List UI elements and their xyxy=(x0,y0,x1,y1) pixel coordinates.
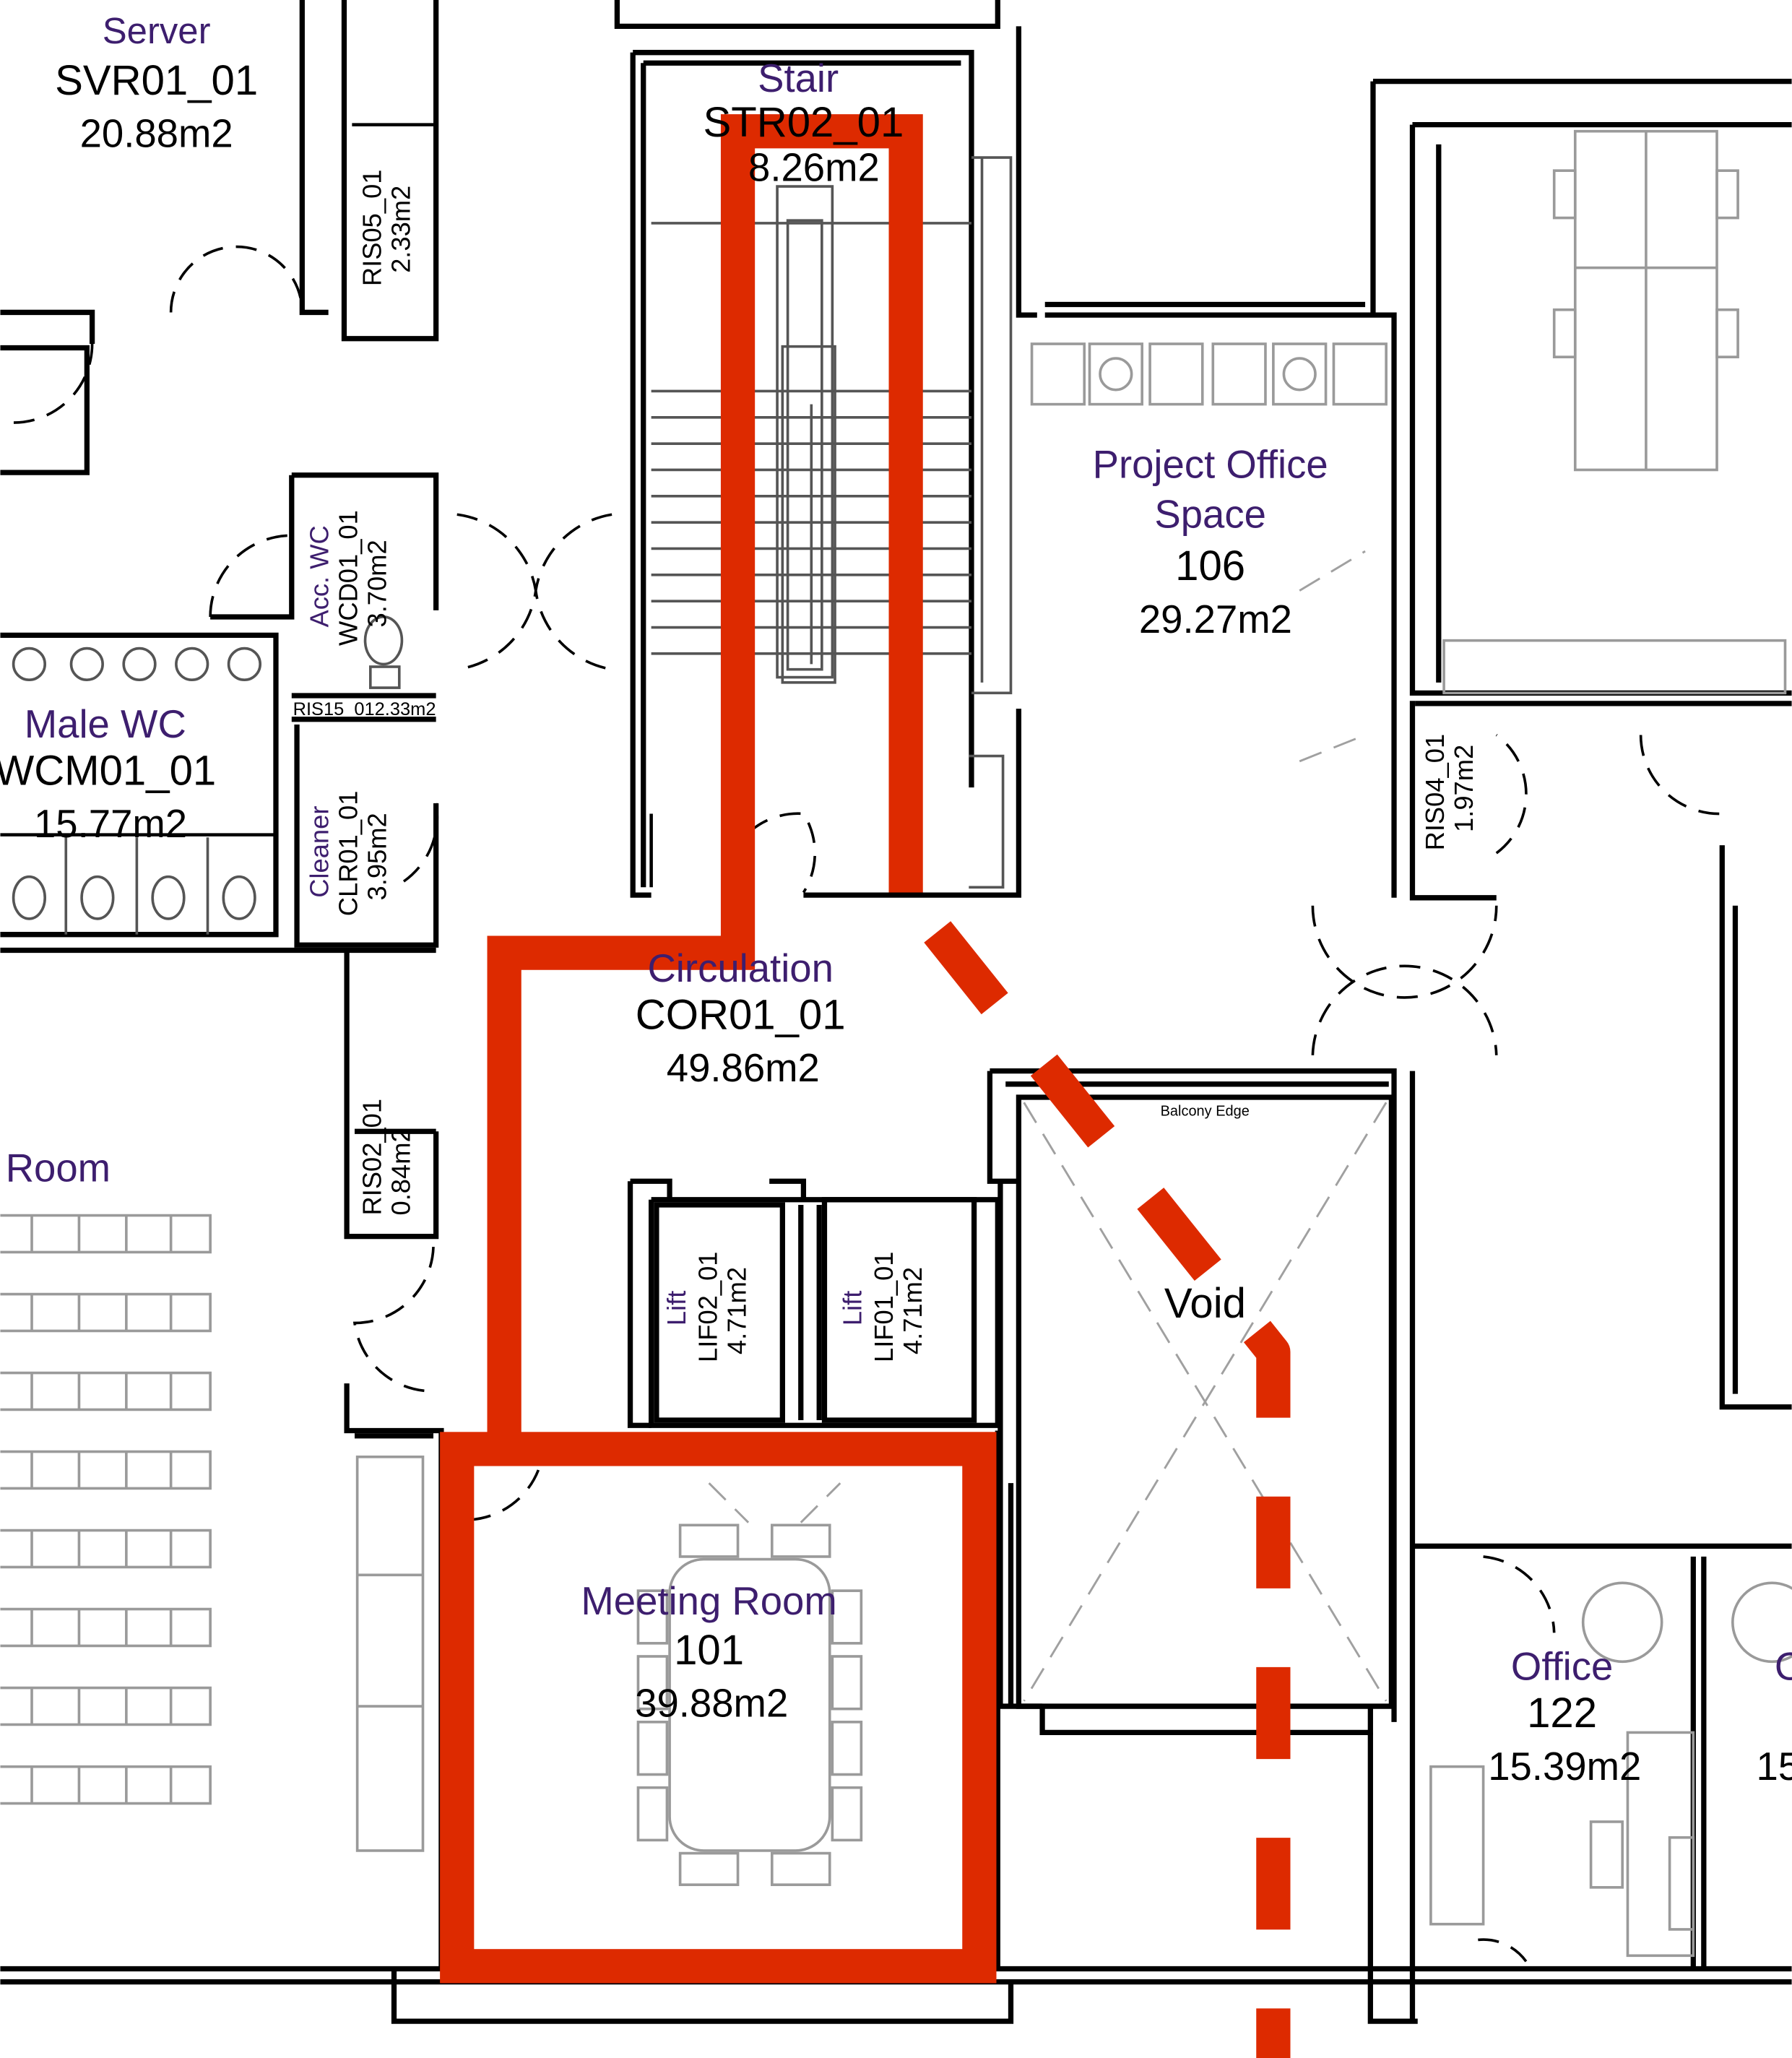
door-swings xyxy=(13,245,1720,1970)
stair-code: STR02_01 xyxy=(703,99,904,146)
cleaner-code: CLR01_01 xyxy=(334,791,363,917)
ris02-code: RIS02_01 xyxy=(357,1099,386,1216)
project-office-area: 29.27m2 xyxy=(1139,597,1292,641)
ris05-code: RIS05_01 xyxy=(357,170,386,287)
lift1-name: Lift xyxy=(837,1291,867,1326)
male-wc-code: WCM01_01 xyxy=(0,748,216,795)
lift2-area: 4.71m2 xyxy=(722,1267,751,1354)
cleaner-area: 3.95m2 xyxy=(363,813,392,900)
lift2-name: Lift xyxy=(662,1291,691,1326)
male-wc-name: Male WC xyxy=(25,702,186,746)
cleaner-name: Cleaner xyxy=(305,806,334,898)
office-chairs xyxy=(1030,129,1787,695)
server-code: SVR01_01 xyxy=(55,57,258,104)
lift2-code: LIF02_01 xyxy=(693,1251,722,1362)
route-dashed xyxy=(924,921,1291,2058)
route-main xyxy=(487,114,923,1449)
void-diagonals xyxy=(708,550,1388,1702)
meeting-room-name: Meeting Room xyxy=(581,1579,836,1623)
meeting-room-area: 39.88m2 xyxy=(635,1682,788,1726)
lift1-code: LIF01_01 xyxy=(869,1251,899,1362)
office-furniture xyxy=(1429,1581,1792,1958)
server-area: 20.88m2 xyxy=(80,112,233,156)
meeting-table xyxy=(636,1523,863,1886)
ris15-label: RIS15_012.33m2 xyxy=(293,699,436,719)
stair-name: Stair xyxy=(758,56,839,100)
circulation-name: Circulation xyxy=(647,946,833,990)
circulation-area: 49.86m2 xyxy=(667,1046,820,1090)
room-left-name: Room xyxy=(6,1146,111,1190)
circulation-code: COR01_01 xyxy=(636,992,846,1039)
ris05-area: 2.33m2 xyxy=(386,186,415,273)
ris02-area: 0.84m2 xyxy=(386,1128,415,1215)
acc-wc-area: 3.70m2 xyxy=(363,540,392,627)
auditorium-seats xyxy=(0,1214,425,1852)
meeting-room-code: 101 xyxy=(674,1627,744,1674)
urinals-basins xyxy=(12,615,404,935)
escape-route xyxy=(440,114,1291,2058)
project-office-name-2: Space xyxy=(1154,492,1266,536)
ris04-code: RIS04_01 xyxy=(1420,734,1450,851)
balcony-edge-label: Balcony Edge xyxy=(1161,1103,1250,1119)
male-wc-area: 15.77m2 xyxy=(34,802,187,846)
room-labels: Server SVR01_01 20.88m2 Stair STR02_01 8… xyxy=(0,10,1792,1789)
void-name: Void xyxy=(1164,1280,1246,1327)
office-area: 15.39m2 xyxy=(1488,1744,1641,1789)
fixtures xyxy=(0,129,1792,1958)
office-name: Office xyxy=(1511,1645,1613,1689)
office-cut-area: 15 xyxy=(1757,1744,1792,1789)
lift1-area: 4.71m2 xyxy=(898,1267,927,1354)
stair-area: 8.26m2 xyxy=(748,146,880,190)
stair-treads xyxy=(651,156,1013,889)
office-code: 122 xyxy=(1527,1690,1597,1737)
project-office-name-1: Project Office xyxy=(1093,442,1328,486)
project-office-code: 106 xyxy=(1175,542,1245,589)
route-meeting-room xyxy=(440,1432,997,1984)
acc-wc-code: WCD01_01 xyxy=(334,510,363,646)
acc-wc-name: Acc. WC xyxy=(305,525,334,627)
server-name: Server xyxy=(103,10,211,51)
office-cut-name: O xyxy=(1775,1645,1792,1689)
ris04-area: 1.97m2 xyxy=(1449,745,1479,832)
